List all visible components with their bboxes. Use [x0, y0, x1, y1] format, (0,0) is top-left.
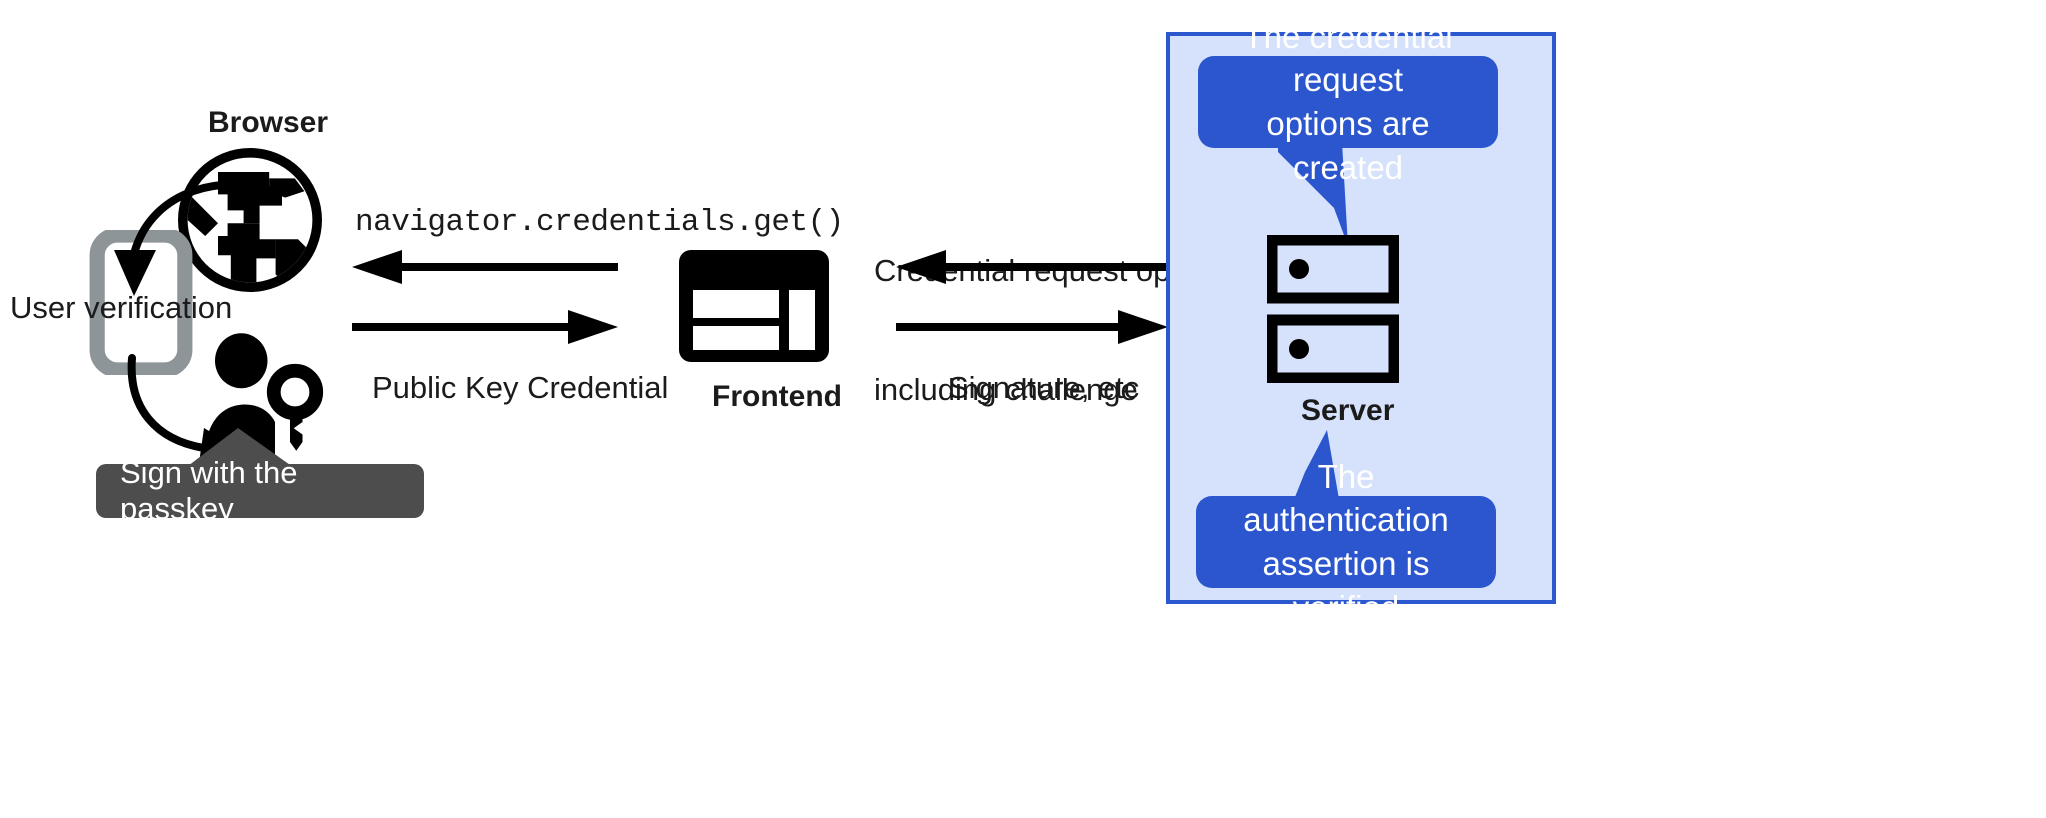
- arrow-left-credential-request: [352, 250, 618, 284]
- options-created-line2: options are created: [1266, 105, 1430, 186]
- passkey-tooltip-tail: [180, 428, 310, 474]
- assertion-verified-line2: assertion is verified: [1262, 545, 1430, 626]
- web-layout-icon: [679, 250, 829, 362]
- passkey-tooltip: Sign with the passkey: [96, 455, 424, 526]
- signature-etc-label: Signature, etc: [948, 370, 1140, 405]
- user-verification-label: User verification: [10, 290, 233, 325]
- arrow-right-public-key-credential: [352, 310, 618, 344]
- options-created-bubble: The credential request options are creat…: [1198, 18, 1498, 186]
- options-created-bubble-tail: [1278, 142, 1428, 246]
- arrow-left-options-from-server: [896, 250, 1168, 284]
- credential-request-options-line2: including challenge: [874, 372, 1138, 408]
- arrow-right-signature-to-server: [896, 310, 1168, 344]
- assertion-verified-line1: The authentication: [1243, 457, 1449, 539]
- browser-label: Browser: [208, 106, 329, 139]
- navigator-get-label: navigator.credentials.get(): [355, 205, 844, 240]
- passkey-tooltip-text: Sign with the passkey: [120, 455, 298, 526]
- server-label: Server: [1301, 394, 1395, 427]
- server-rack-icon: [1266, 234, 1400, 384]
- options-created-line1: The credential request: [1243, 17, 1453, 99]
- assertion-verified-bubble: The authentication assertion is verified: [1196, 458, 1496, 626]
- public-key-credential-label: Public Key Credential: [372, 370, 669, 405]
- frontend-label: Frontend: [712, 380, 842, 413]
- browser-to-phone-arrow: [92, 170, 292, 330]
